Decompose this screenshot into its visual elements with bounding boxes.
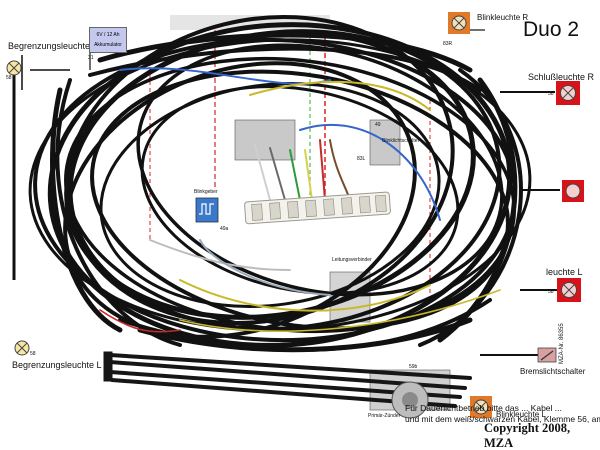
terminal-31: 31 xyxy=(88,55,94,61)
flasher-unit-icon xyxy=(195,197,219,223)
label-blinklichtschalter: Blinklichtschalter xyxy=(382,138,420,144)
colored-wires xyxy=(99,67,501,333)
terminal-49: 49 xyxy=(375,122,381,128)
lamp-blink-r-icon xyxy=(448,12,470,34)
battery-box: 6V / 12 Ah Akkumulator xyxy=(89,27,127,53)
lamp-schluss-l-icon xyxy=(557,278,581,302)
terminal-58-left: 58 xyxy=(6,75,12,81)
terminal-59b: 59b xyxy=(409,364,418,370)
label-bremslichtschalter: Bremslichtschalter xyxy=(520,367,586,376)
lamp-tail-mid-icon xyxy=(562,180,584,202)
label-blinkleuchte-l: Blinkleuchte L xyxy=(496,410,546,419)
terminal-block xyxy=(244,191,391,225)
battery-label-2: Akkumulator xyxy=(94,42,122,48)
side-code: MZA-Nr. 86355 xyxy=(559,323,565,364)
footer-note-line-1: Für Dauerlichtbetrieb bitte das ... Kabe… xyxy=(405,403,562,413)
ignition-coil-icon xyxy=(391,381,429,419)
footer-note-line-2: und mit dem weiß/schwarzen Kabel, Klemme… xyxy=(405,414,600,424)
terminal-83l: 83L xyxy=(357,156,366,162)
terminal-58-l: 58 xyxy=(548,289,554,295)
battery-label-1: 6V / 12 Ah xyxy=(96,32,120,38)
label-blinkgeber: Blinkgeber xyxy=(194,189,218,195)
cable-coils xyxy=(28,15,532,353)
copyright-text: Copyright 2008, MZA xyxy=(484,421,571,450)
lamp-schluss-r-icon xyxy=(556,81,580,105)
footer-note: Für Dauerlichtbetrieb bitte das ... Kabe… xyxy=(405,403,600,425)
label-blinkleuchte-r: Blinkleuchte R xyxy=(477,13,529,22)
terminal-58-bottom: 58 xyxy=(30,351,36,357)
label-begrenzungsleuchte-r: Begrenzungsleuchte R xyxy=(8,41,100,51)
brake-switch-icon xyxy=(537,347,557,363)
label-schlussleuchte-l: leuchte L xyxy=(546,267,583,277)
label-leitungsverbinder: Leitungsverbinder xyxy=(332,257,372,263)
schematic-lines-left xyxy=(12,50,91,280)
terminal-58-r: 58 xyxy=(548,91,554,97)
terminal-83r: 83R xyxy=(443,41,453,47)
lamp-blink-l-icon xyxy=(470,396,492,418)
lamp-begrenzung-r-icon xyxy=(6,60,22,76)
label-begrenzungsleuchte-l: Begrenzungsleuchte L xyxy=(12,360,102,370)
terminal-49a: 49a xyxy=(220,226,229,232)
label-schlussleuchte-r: Schlußleuchte R xyxy=(528,72,595,82)
label-primaer-zuender: Primär-Zünder xyxy=(368,413,401,419)
schematic-lines-right xyxy=(470,29,560,356)
diagram-title: Duo 2 xyxy=(523,18,580,41)
lamp-begrenzung-l-icon xyxy=(14,340,30,356)
